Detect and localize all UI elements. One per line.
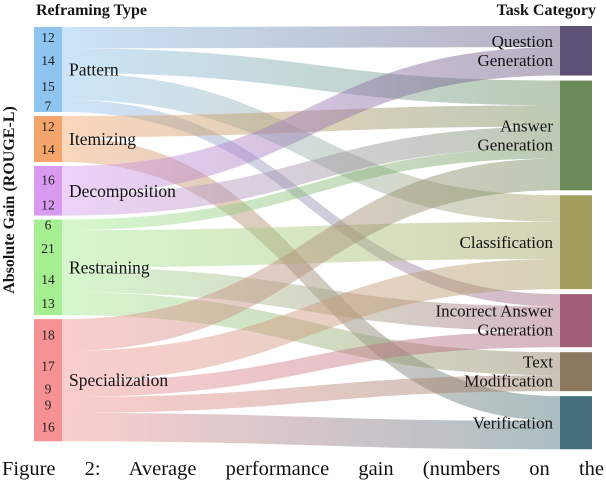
flow-decomposition-to-question-generation bbox=[62, 47, 560, 195]
source-node-label: Pattern bbox=[69, 59, 119, 79]
node-incorrect-answer-generation bbox=[560, 294, 592, 348]
target-node-label: Modification bbox=[464, 372, 553, 391]
flow-itemizing-to-verification bbox=[62, 137, 560, 421]
flow-value-label: 14 bbox=[41, 53, 55, 68]
target-node-label: Generation bbox=[477, 51, 553, 70]
target-node-label: Classification bbox=[460, 233, 554, 252]
flow-value-label: 16 bbox=[41, 420, 55, 435]
flow-specialization-to-incorrect-answer-generation bbox=[62, 331, 560, 397]
flow-specialization-to-classification bbox=[62, 259, 560, 382]
flow-restraining-to-answer-generation bbox=[62, 147, 560, 231]
flow-value-label: 13 bbox=[41, 296, 55, 311]
node-pattern bbox=[34, 27, 62, 112]
target-node-label: Incorrect Answer bbox=[435, 302, 553, 321]
flow-value-label: 12 bbox=[41, 30, 55, 45]
flow-specialization-to-answer-generation bbox=[62, 158, 560, 351]
target-node-label: Answer bbox=[500, 116, 553, 135]
node-verification bbox=[560, 396, 592, 450]
flow-value-label: 21 bbox=[41, 241, 55, 256]
flow-value-label: 9 bbox=[45, 382, 52, 397]
node-restraining bbox=[34, 219, 62, 316]
flow-value-label: 12 bbox=[41, 197, 55, 212]
target-node-label: Verification bbox=[473, 414, 554, 433]
flow-value-label: 14 bbox=[41, 142, 55, 157]
node-classification bbox=[560, 195, 592, 290]
left-column-header: Reframing Type bbox=[36, 2, 147, 19]
flow-restraining-to-incorrect-answer-generation bbox=[62, 267, 560, 332]
node-question-generation bbox=[560, 26, 592, 76]
flow-pattern-to-question-generation bbox=[62, 26, 560, 49]
node-itemizing bbox=[34, 115, 62, 162]
flow-value-label: 9 bbox=[45, 397, 52, 412]
node-text-modification bbox=[560, 352, 592, 392]
flow-specialization-to-text-modification bbox=[62, 375, 560, 413]
figure-caption: Figure 2: Average performance gain (numb… bbox=[2, 458, 604, 480]
source-node-label: Restraining bbox=[69, 257, 150, 277]
flow-specialization-to-verification bbox=[62, 412, 560, 450]
flow-decomposition-to-answer-generation bbox=[62, 126, 560, 216]
source-node-label: Itemizing bbox=[69, 129, 136, 149]
sankey-diagram: 1214157Pattern1214Itemizing1612Decomposi… bbox=[34, 26, 592, 450]
flow-value-label: 17 bbox=[41, 359, 55, 374]
target-node-label: Text bbox=[523, 353, 553, 372]
flow-value-label: 15 bbox=[41, 79, 55, 94]
source-node-label: Specialization bbox=[69, 370, 168, 390]
node-decomposition bbox=[34, 165, 62, 216]
target-node-label: Generation bbox=[477, 135, 553, 154]
flow-pattern-to-answer-generation bbox=[62, 48, 560, 106]
source-node-label: Decomposition bbox=[69, 181, 176, 201]
flow-value-label: 7 bbox=[45, 98, 52, 113]
flow-value-label: 18 bbox=[41, 328, 55, 343]
flow-value-label: 6 bbox=[45, 217, 52, 232]
right-column-header: Task Category bbox=[496, 2, 596, 19]
flow-value-label: 12 bbox=[41, 119, 55, 134]
node-specialization bbox=[34, 319, 62, 442]
flow-pattern-to-incorrect-answer-generation bbox=[62, 99, 560, 307]
flow-value-label: 16 bbox=[41, 173, 55, 188]
node-answer-generation bbox=[560, 80, 592, 191]
flow-value-label: 14 bbox=[41, 272, 55, 287]
target-node-label: Question bbox=[492, 32, 554, 51]
target-node-label: Generation bbox=[477, 321, 553, 340]
